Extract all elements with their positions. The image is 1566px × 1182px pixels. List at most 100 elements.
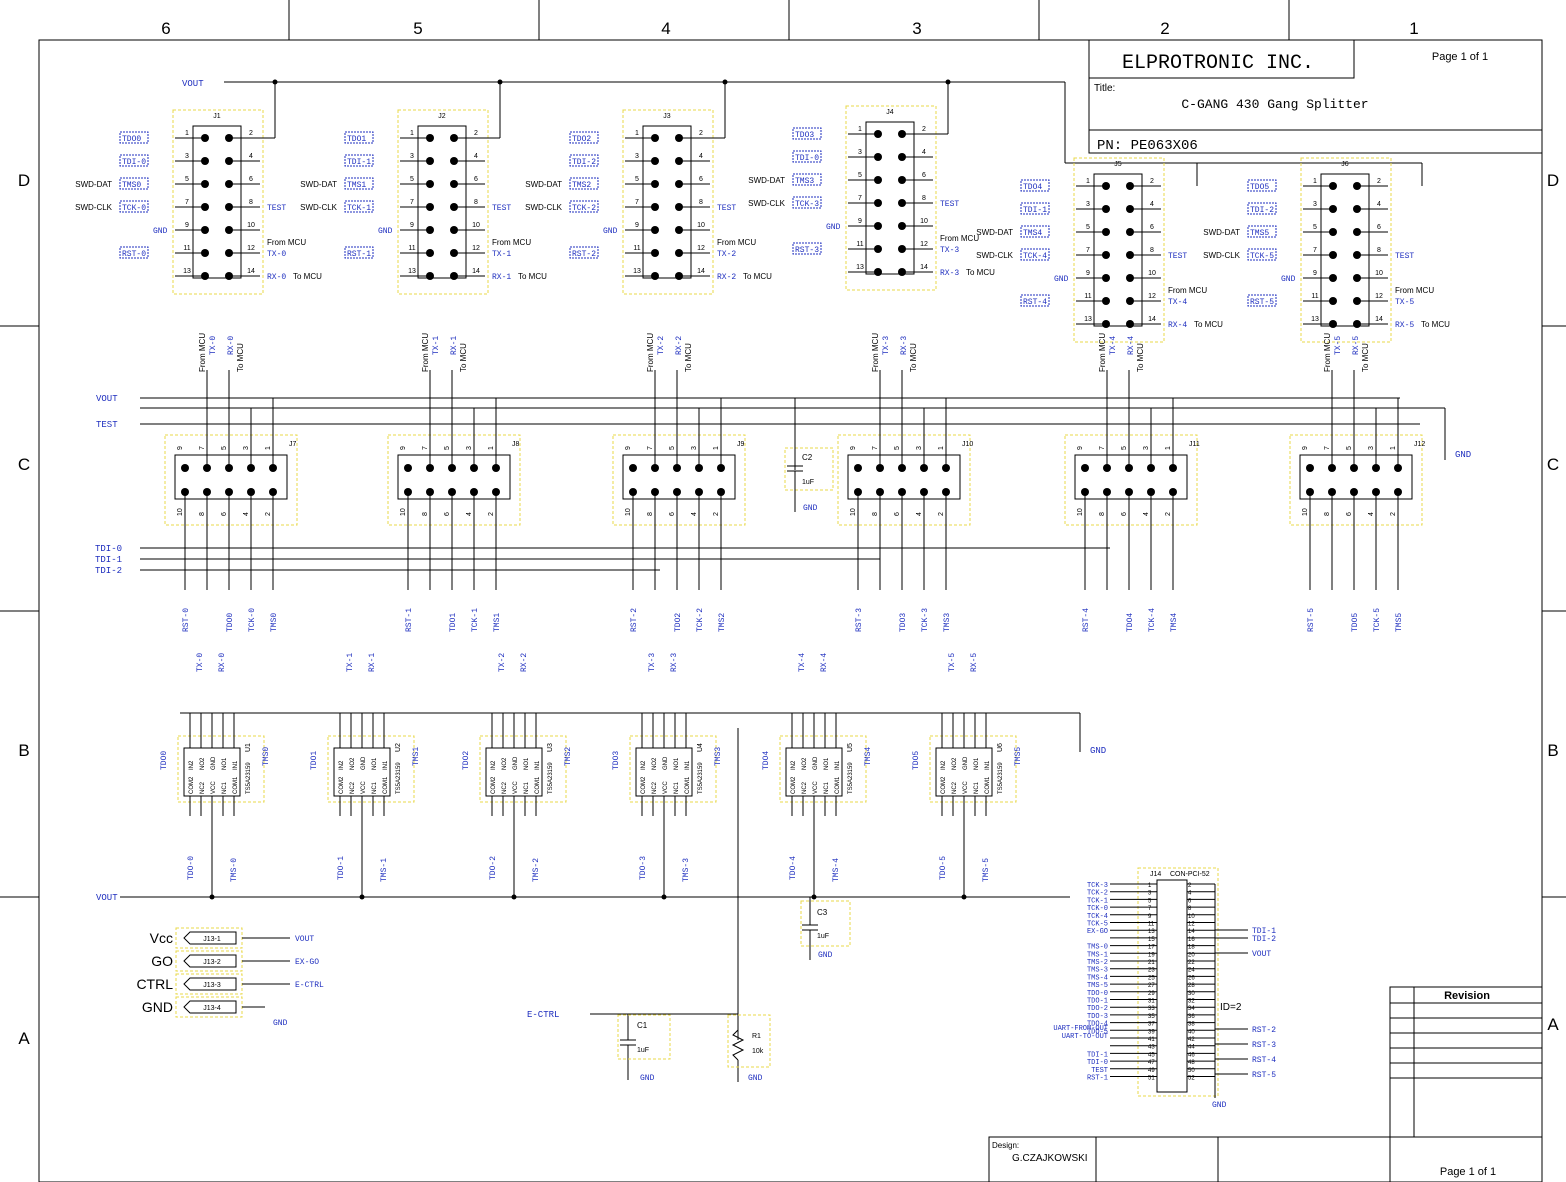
pin-pad bbox=[651, 203, 659, 211]
net-label-box bbox=[569, 200, 599, 213]
net-label-tdo1: TDO1 bbox=[449, 613, 458, 632]
pin-number: 9 bbox=[858, 218, 862, 225]
test-label: TEST bbox=[940, 200, 959, 209]
rx-label: RX-4 bbox=[820, 653, 829, 672]
c2-ref: C2 bbox=[802, 453, 813, 462]
pin-number: 1 bbox=[410, 130, 414, 137]
net-label-box bbox=[1247, 248, 1277, 261]
connector-body bbox=[1093, 173, 1143, 327]
pin-number: 5 bbox=[410, 176, 414, 183]
pin-number: 1 bbox=[1390, 446, 1397, 450]
ic-pin-name: IN2 bbox=[941, 760, 947, 770]
net-label-tdo-3: TDO-3 bbox=[639, 856, 648, 880]
pin-number: 8 bbox=[1377, 247, 1381, 254]
pci-net-ex-go: EX-GO bbox=[1087, 928, 1108, 936]
net-label-tck-2: TCK-2 bbox=[572, 204, 596, 213]
ic-pin-name: COM2 bbox=[941, 776, 947, 794]
net-label-tck-3: TCK-3 bbox=[795, 200, 819, 209]
ic-pin-name: NO2 bbox=[350, 757, 356, 770]
connector-ref: J9 bbox=[737, 441, 745, 448]
net-label-box bbox=[792, 242, 822, 255]
pin-number: 7 bbox=[872, 446, 879, 450]
pin-number: 10 bbox=[920, 218, 928, 225]
ic-pin-name: NO1 bbox=[524, 757, 530, 770]
pin-id: J13-3 bbox=[203, 982, 221, 989]
pin-number: 1 bbox=[488, 446, 495, 450]
pin-number: 5 bbox=[635, 176, 639, 183]
pin-pad bbox=[898, 222, 906, 230]
net-label-tck-5: TCK-5 bbox=[1373, 608, 1382, 632]
pin-number: 5 bbox=[894, 446, 901, 450]
tx-label: TX-5 bbox=[948, 653, 957, 672]
pin-number: 1 bbox=[635, 130, 639, 137]
pci-pin-number: 27 bbox=[1148, 983, 1155, 989]
pin-pad bbox=[1126, 251, 1134, 259]
rx-label: RX-0 bbox=[227, 336, 236, 355]
ic-pin-name: IN1 bbox=[383, 760, 389, 770]
pin-number: 4 bbox=[1143, 512, 1150, 516]
net-label-tms-3: TMS-3 bbox=[682, 858, 691, 882]
pin-number: 9 bbox=[1086, 270, 1090, 277]
pin-pad bbox=[404, 464, 412, 472]
power-pin-name: Vcc bbox=[150, 930, 173, 946]
net-label-box bbox=[119, 246, 149, 259]
connector-outline bbox=[1064, 434, 1198, 526]
ic-pin-name: NO2 bbox=[652, 757, 658, 770]
pin-pad bbox=[225, 272, 233, 280]
pin-pad bbox=[1329, 274, 1337, 282]
pin-pad bbox=[898, 176, 906, 184]
pin-pad bbox=[1102, 251, 1110, 259]
ic-pin-name: GND bbox=[813, 756, 819, 770]
pci-pin-number: 10 bbox=[1188, 914, 1195, 920]
to-mcu-label: To MCU bbox=[459, 343, 468, 372]
ic-pin-name: VCC bbox=[813, 781, 819, 794]
net-label-box bbox=[1247, 225, 1277, 238]
pci-net-tdi-1: TDI-1 bbox=[1087, 1051, 1108, 1059]
net-label-box bbox=[1020, 202, 1050, 215]
connector-ref: J10 bbox=[962, 441, 973, 448]
pin-pad bbox=[201, 226, 209, 234]
ic-pin-name: COM2 bbox=[491, 776, 497, 794]
net-label-tck-4: TCK-4 bbox=[1148, 608, 1157, 632]
pin-number: 2 bbox=[922, 126, 926, 133]
pin-pad bbox=[1353, 228, 1361, 236]
capacitor-c2 bbox=[784, 398, 834, 512]
pci-net-tck-1: TCK-1 bbox=[1087, 897, 1108, 905]
pin-pad bbox=[1306, 464, 1314, 472]
pin-pad bbox=[426, 226, 434, 234]
power-pin-name: CTRL bbox=[136, 976, 173, 992]
pin-pad bbox=[426, 272, 434, 280]
pin-number: 7 bbox=[1324, 446, 1331, 450]
pin-pad bbox=[426, 180, 434, 188]
pin-number: 8 bbox=[922, 195, 926, 202]
pci-pin-number: 33 bbox=[1148, 1006, 1155, 1012]
zone-row-a-right: A bbox=[1547, 1015, 1559, 1034]
net-label-tms1: TMS1 bbox=[347, 181, 366, 190]
pci-pin-number: 12 bbox=[1188, 922, 1195, 928]
rx-label: RX-4 bbox=[1168, 321, 1187, 330]
pin-pad bbox=[1126, 320, 1134, 328]
pin-pad bbox=[1126, 205, 1134, 213]
pin-pad bbox=[675, 272, 683, 280]
c1-ref: C1 bbox=[637, 1021, 648, 1030]
pin-number: 9 bbox=[185, 222, 189, 229]
tx-label: TX-0 bbox=[267, 250, 286, 259]
ic-ref: U5 bbox=[847, 743, 854, 752]
c3-ref: C3 bbox=[817, 908, 828, 917]
connector-body bbox=[847, 454, 961, 500]
pci-net-tdi-0: TDI-0 bbox=[1087, 1059, 1108, 1067]
pin-number: 1 bbox=[938, 446, 945, 450]
page-indicator-top: Page 1 of 1 bbox=[1432, 51, 1488, 63]
net-label-box bbox=[344, 154, 374, 167]
pin-number: 14 bbox=[1148, 316, 1156, 323]
pin-pad bbox=[874, 153, 882, 161]
tx-label: TX-4 bbox=[1109, 336, 1118, 355]
pin-number: 7 bbox=[858, 195, 862, 202]
tx-label: TX-1 bbox=[432, 336, 441, 355]
net-label-tdo-1: TDO-1 bbox=[337, 856, 346, 880]
pin-shape bbox=[183, 977, 237, 991]
pin-pad bbox=[450, 203, 458, 211]
swd-clk-label: SWD-CLK bbox=[75, 203, 113, 212]
pin-number: 10 bbox=[625, 508, 632, 516]
